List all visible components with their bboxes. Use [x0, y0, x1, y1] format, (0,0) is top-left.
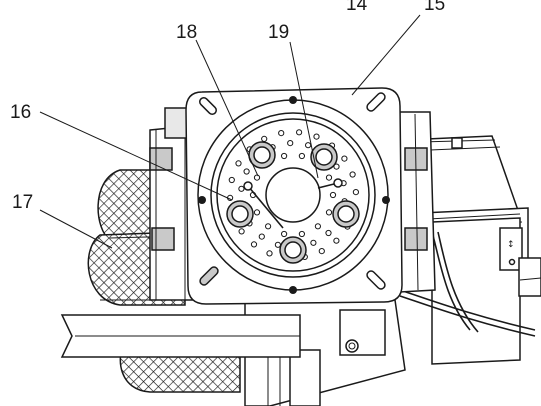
- perforation-hole: [253, 174, 261, 181]
- perforation-hole: [287, 140, 294, 147]
- right-bracket: [397, 111, 436, 293]
- callout-14: 14: [346, 0, 368, 15]
- perforation-hole: [278, 130, 285, 137]
- perforation-hole: [325, 209, 333, 216]
- perforation-hole: [235, 160, 242, 167]
- perforation-hole: [310, 239, 317, 246]
- perforation-hole: [305, 142, 312, 149]
- perforation-hole: [228, 176, 235, 184]
- perforation-hole: [352, 189, 359, 196]
- perforation-hole: [281, 152, 288, 160]
- support-beam: [60, 314, 301, 358]
- perforation-hole: [238, 228, 245, 235]
- perforation-hole: [258, 233, 265, 240]
- callout-16: 16: [10, 102, 31, 123]
- perforation-hole: [261, 135, 268, 142]
- perforation-hole: [250, 241, 258, 248]
- perforation-hole: [296, 129, 303, 136]
- callout-15: 15: [424, 0, 445, 15]
- perforation-hole: [265, 223, 272, 230]
- perforation-hole: [333, 237, 340, 244]
- perforation-hole: [314, 223, 321, 230]
- perforation-hole: [313, 133, 320, 140]
- perforation-hole: [298, 230, 305, 238]
- callout-18: 18: [176, 22, 197, 43]
- perforation-hole: [298, 152, 305, 160]
- perforation-hole: [253, 209, 261, 216]
- perforation-hole: [333, 163, 340, 170]
- svg-text:↕: ↕: [507, 240, 515, 250]
- perforation-hole: [243, 168, 250, 175]
- callout-labels: 14 15 16 17 18 19: [10, 0, 445, 213]
- perforation-hole: [325, 229, 332, 237]
- perforation-hole: [341, 155, 348, 162]
- perforation-hole: [329, 191, 337, 199]
- perforation-hole: [266, 250, 273, 257]
- perforation-hole: [325, 174, 333, 181]
- callout-17: 17: [12, 192, 33, 213]
- perforation-hole: [318, 248, 325, 255]
- leader-lines: [39, 14, 421, 249]
- perforation-hole: [281, 230, 288, 238]
- callout-19: 19: [268, 22, 289, 43]
- perforation-hole: [238, 185, 245, 192]
- control-box: ↕: [399, 135, 541, 365]
- perforation-hole: [349, 171, 356, 178]
